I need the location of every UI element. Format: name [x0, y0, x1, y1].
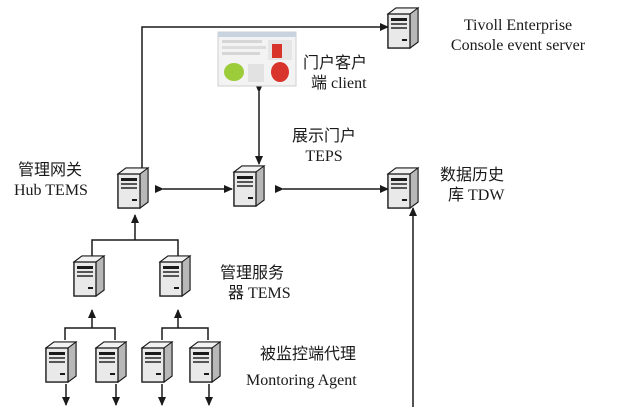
agent-label-line2: Montoring Agent [246, 372, 357, 389]
agent-server-2-icon [95, 341, 127, 383]
tec-label: Tivoll Enterprise Console event server [428, 16, 608, 56]
tec-label-line1: Tivoll Enterprise [463, 17, 573, 34]
hub-server-icon [117, 167, 149, 209]
portal-client-label-line2: 端 client [311, 75, 367, 92]
agent-server-3-icon [141, 341, 173, 383]
hub-label: 管理网关 Hub TEMS [14, 161, 88, 201]
tec-server-icon [387, 7, 419, 49]
rtems-server-right-icon [159, 255, 191, 297]
rtems-label-line2: 器 TEMS [228, 285, 291, 302]
hub-label-line1: 管理网关 [18, 162, 83, 179]
hub-label-line2: Hub TEMS [14, 182, 88, 199]
tdw-label: 数据历史 库 TDW [440, 166, 504, 206]
agent-server-1-icon [45, 341, 77, 383]
teps-label: 展示门户 TEPS [274, 127, 374, 167]
agent-label-line1: 被监控端代理 [260, 346, 357, 363]
tdw-label-line2: 库 TDW [448, 187, 505, 204]
rtems-label: 管理服务 器 TEMS [220, 264, 291, 304]
portal-client-label: 门户客户 端 client [303, 54, 367, 94]
portal-client-thumbnail [217, 31, 297, 87]
teps-label-line1: 展示门户 [291, 128, 356, 145]
portal-client-label-line1: 门户客户 [303, 55, 368, 72]
agent-server-4-icon [189, 341, 221, 383]
tdw-label-line1: 数据历史 [440, 167, 505, 184]
rtems-server-left-icon [73, 255, 105, 297]
hub-to-tec-line [141, 23, 389, 170]
agents-right-tree-line [161, 327, 209, 340]
rtems-tree-line [91, 239, 179, 256]
agents-left-tree-line [64, 327, 116, 340]
agent-label: 被监控端代理 Montoring Agent [246, 345, 357, 391]
tdw-server-icon [387, 167, 419, 209]
tec-label-line2: Console event server [450, 37, 586, 54]
teps-label-line2: TEPS [305, 148, 343, 165]
teps-server-icon [233, 165, 265, 207]
rtems-label-line1: 管理服务 [220, 265, 285, 282]
connectors [62, 23, 417, 407]
